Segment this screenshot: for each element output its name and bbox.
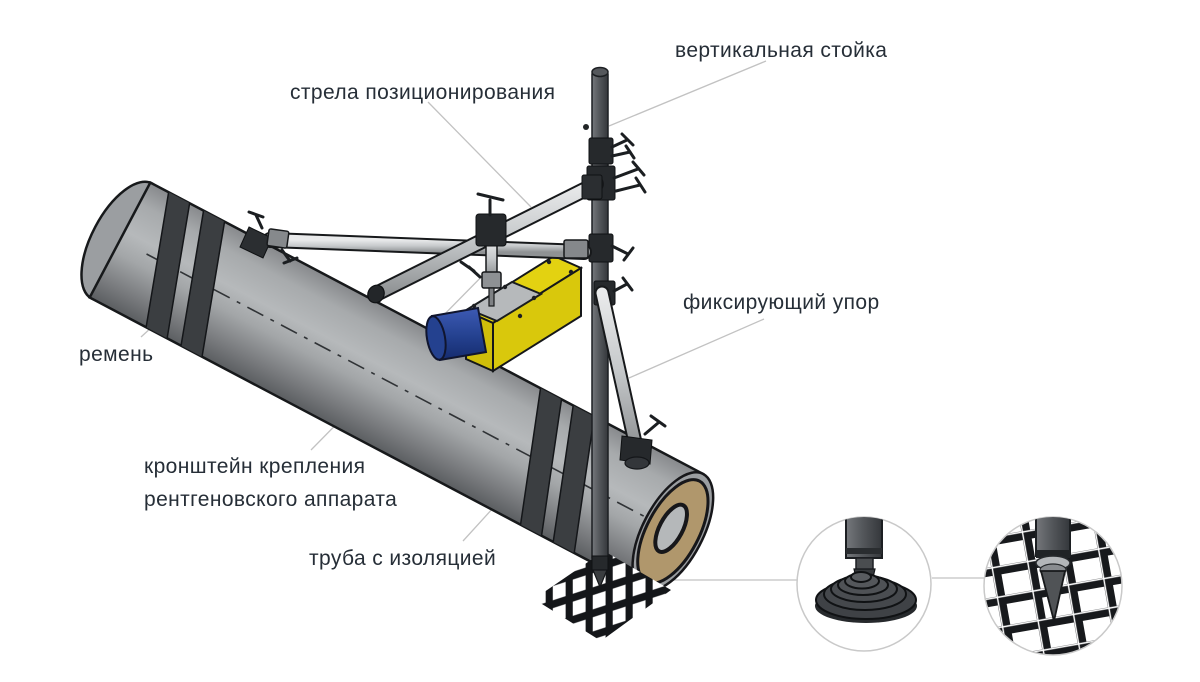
positioning-boom	[239, 174, 604, 307]
pipe-clamp	[239, 226, 273, 259]
arm-pole-fitting	[581, 174, 603, 200]
leader-fixing-stop	[628, 318, 765, 379]
arm-pole-swivel	[563, 239, 589, 259]
pole-knob	[583, 124, 589, 130]
detail-view-foot-pad	[796, 516, 932, 652]
inner-pipe-hole	[653, 502, 689, 554]
label-bracket-line2: рентгеновского аппарата	[144, 488, 398, 511]
strut-pipe-clamp	[619, 435, 653, 465]
cross-clamp	[475, 213, 507, 247]
apparatus-bolts	[471, 259, 574, 319]
pole-foot-collar	[591, 555, 609, 571]
cross-clamp-handle	[459, 192, 505, 279]
apparatus-top-plate	[465, 280, 544, 323]
ground-grating-mat	[534, 551, 671, 641]
leader-positioning-boom	[427, 101, 532, 208]
bracket-collar	[481, 271, 502, 289]
boom-arm-long	[264, 234, 590, 258]
strut-tube	[596, 287, 642, 453]
ribbed-foot-pad-icon	[815, 517, 917, 623]
label-bracket-line1: кронштейн крепления	[144, 455, 366, 478]
spike-foot-on-grating-icon	[1035, 517, 1071, 622]
xray-apparatus	[425, 254, 584, 373]
fixing-stop	[594, 276, 667, 470]
label-belt: ремень	[79, 343, 154, 366]
label-fixing-stop: фиксирующий упор	[683, 291, 880, 314]
boom-end-cap	[367, 284, 385, 304]
pipe-clamp-swivel	[266, 228, 290, 249]
pole-clamp-handles	[610, 132, 647, 262]
leader-vertical-stand	[608, 60, 767, 127]
label-insulated-pipe: труба с изоляцией	[309, 547, 497, 570]
label-vertical-stand: вертикальная стойка	[675, 39, 888, 62]
bracket-pin	[488, 287, 495, 307]
pole-cap	[591, 66, 609, 78]
pole-clamp-3	[588, 233, 614, 263]
collimator-cap	[425, 315, 447, 361]
pole-spike-tip	[592, 569, 608, 589]
label-bracket: кронштейн крепления рентгеновского аппар…	[144, 450, 397, 516]
label-positioning-boom: стрела позиционирования	[290, 81, 556, 104]
detail-view-spike	[983, 516, 1123, 656]
pole-clamp-1	[588, 137, 614, 165]
strut-foot	[624, 456, 650, 470]
